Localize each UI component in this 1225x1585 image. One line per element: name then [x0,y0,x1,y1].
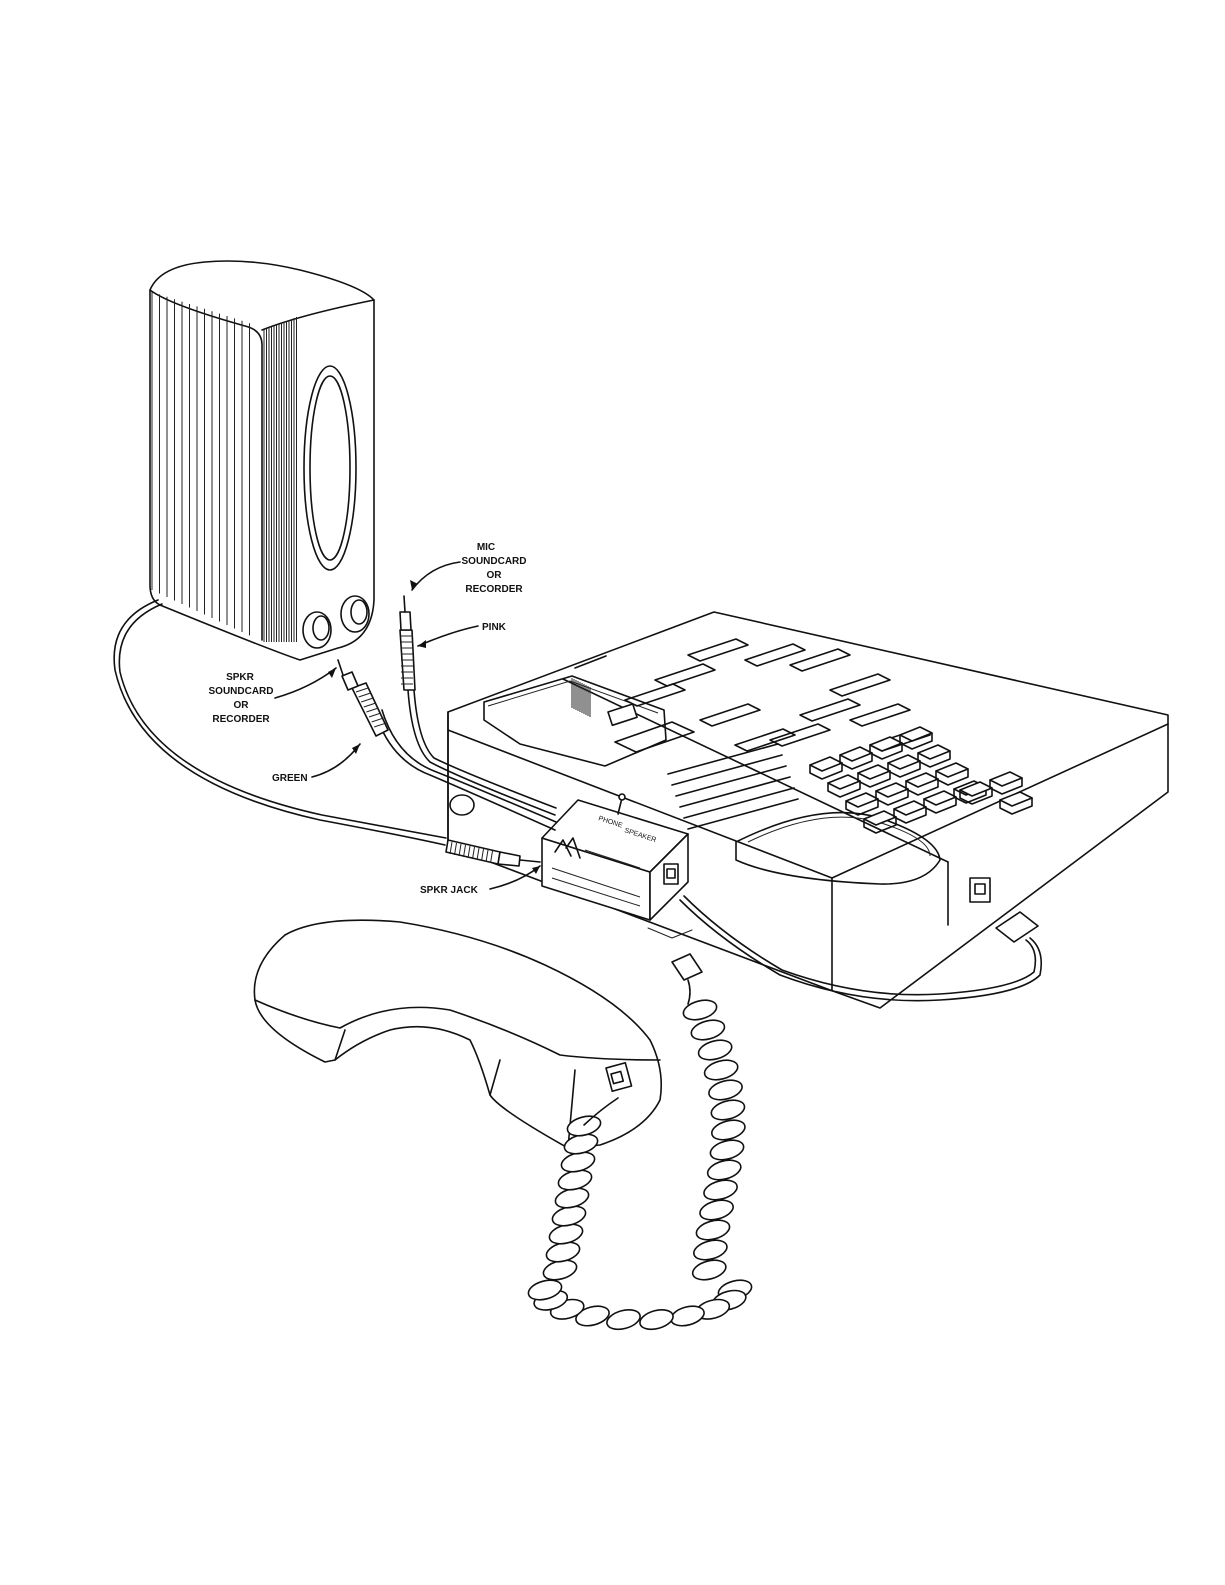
coil-loop [681,997,719,1023]
telephone-base [448,612,1168,1008]
callout-spkr: SPKR SOUNDCARD OR RECORDER [209,668,337,725]
green-plug [338,660,388,736]
callout-mic-line3: OR [487,570,503,581]
coil-loop [707,1077,745,1103]
callout-spkr-line2: SOUNDCARD [209,686,274,697]
coil-loop [710,1117,748,1143]
coil-loop [692,1237,730,1263]
coil-loop [638,1306,676,1332]
coil-loop [696,1037,734,1063]
callout-pink-label: PINK [482,622,507,633]
callout-mic-line2: SOUNDCARD [462,556,527,567]
tone-knob [341,596,369,632]
callout-mic-line1: MIC [477,542,495,553]
handset [254,920,661,1148]
callout-green: GREEN [272,744,360,784]
callout-mic: MIC SOUNDCARD OR RECORDER [410,542,527,595]
callout-spkr-line4: RECORDER [212,714,270,725]
coil-loop [702,1057,740,1083]
coil-loop [705,1157,743,1183]
coil-loop [605,1306,643,1332]
coil-loop [694,1217,732,1243]
coil-loop [689,1017,727,1043]
coil-loop [702,1177,740,1203]
callout-green-label: GREEN [272,773,308,784]
pink-plug [400,596,415,690]
speaker [150,261,374,660]
coil-loop [709,1097,747,1123]
callout-mic-line4: RECORDER [465,584,523,595]
coil-loop [708,1137,746,1163]
coil-loop [698,1197,736,1223]
callout-spkr-jack-label: SPKR JACK [420,885,479,896]
volume-knob [303,612,331,648]
callout-pink: PINK [418,622,507,648]
callout-spkr-line1: SPKR [226,672,255,683]
callout-spkr-line3: OR [234,700,250,711]
line-jack [970,878,990,902]
coil-loop [691,1257,729,1283]
